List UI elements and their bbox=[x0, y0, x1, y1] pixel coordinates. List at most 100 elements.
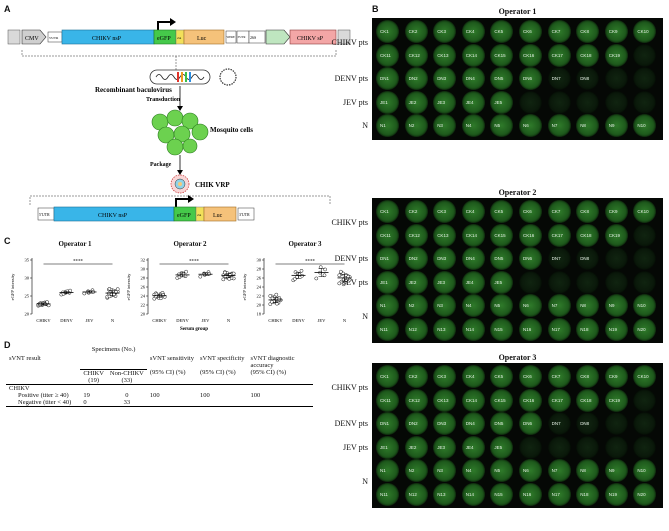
well-label: CK11 bbox=[380, 232, 391, 238]
well-label: N16 bbox=[523, 326, 532, 332]
plate-well bbox=[490, 270, 514, 294]
seg-cmv: CMV bbox=[25, 36, 39, 42]
plate-well bbox=[547, 388, 571, 412]
plate-well bbox=[576, 435, 600, 459]
bseg-3utr: 3'UTR bbox=[239, 212, 250, 217]
well-label: CK1 bbox=[380, 209, 389, 214]
well-label: CK6 bbox=[523, 29, 532, 34]
plate-well bbox=[547, 67, 571, 90]
well-label: CK19 bbox=[608, 397, 621, 403]
well-label: N10 bbox=[637, 468, 646, 473]
plate-well bbox=[604, 67, 628, 90]
plate-well bbox=[547, 114, 571, 137]
plate-well bbox=[433, 43, 457, 67]
well-label: N20 bbox=[637, 326, 646, 332]
y-tick-label: 26 bbox=[141, 285, 146, 290]
data-point bbox=[323, 267, 327, 272]
plate-well bbox=[490, 294, 514, 317]
plate-well bbox=[633, 388, 657, 412]
plate-well bbox=[604, 43, 628, 67]
y-tick-label: 24 bbox=[141, 294, 146, 299]
plate-well bbox=[519, 388, 542, 412]
plate-well bbox=[490, 435, 514, 459]
plate-well bbox=[490, 90, 514, 114]
x-tick-label: DENV bbox=[176, 318, 189, 323]
bseg-luc: Luc bbox=[213, 213, 223, 219]
x-tick-label: DENV bbox=[60, 318, 73, 323]
plate-well bbox=[604, 317, 628, 341]
well-label: DN3 bbox=[437, 76, 447, 81]
well-label: CK16 bbox=[523, 397, 535, 403]
row-negative-spec bbox=[197, 399, 247, 407]
plate-well bbox=[433, 317, 457, 341]
plate-well bbox=[433, 435, 457, 459]
well-label: N8 bbox=[580, 468, 586, 473]
well-label: CK16 bbox=[523, 232, 535, 238]
plate-well bbox=[461, 20, 485, 43]
well-label: CK7 bbox=[551, 374, 561, 379]
plate-well bbox=[376, 412, 399, 435]
y-tick-label: 18 bbox=[257, 312, 262, 317]
th-ci-3: (95% CI) (%) bbox=[250, 369, 287, 376]
well-label: N5 bbox=[494, 123, 501, 128]
well-label: CK5 bbox=[494, 29, 504, 34]
x-tick-label: N bbox=[343, 318, 347, 323]
plate-well bbox=[576, 114, 600, 137]
plate-well bbox=[433, 200, 457, 223]
plate-title-2: Operator 2 bbox=[498, 188, 537, 197]
data-point bbox=[198, 274, 203, 279]
plate-well bbox=[633, 200, 657, 223]
well-label: CK1 bbox=[380, 29, 389, 34]
plate-well bbox=[376, 247, 399, 270]
well-label: N4 bbox=[465, 468, 472, 473]
well-label: DN3 bbox=[437, 421, 447, 426]
well-label: N13 bbox=[437, 326, 446, 332]
plate-well bbox=[376, 270, 399, 294]
seg-3utr: 3'UTR bbox=[238, 35, 246, 39]
x-tick-label: JEV bbox=[318, 318, 327, 323]
data-point bbox=[314, 276, 319, 281]
well-label: N7 bbox=[551, 468, 558, 473]
well-label: DN1 bbox=[380, 76, 390, 81]
plate-well bbox=[519, 114, 542, 137]
y-tick-label: 30 bbox=[25, 276, 30, 281]
well-label: N2 bbox=[408, 303, 415, 308]
data-point bbox=[184, 269, 188, 274]
th-non: Non-CHIKV bbox=[109, 369, 144, 377]
bseg-nsp: CHIKV nsP bbox=[98, 213, 128, 219]
well-label: N3 bbox=[437, 468, 443, 473]
plate-well bbox=[547, 317, 571, 341]
plate-well bbox=[433, 294, 457, 317]
data-point bbox=[274, 292, 279, 297]
panel-label-c: C bbox=[4, 236, 11, 246]
plate-well bbox=[576, 412, 600, 435]
plate-well bbox=[633, 223, 657, 247]
well-label: N7 bbox=[551, 303, 558, 308]
plate-well bbox=[547, 435, 571, 459]
well-label: CK18 bbox=[580, 52, 592, 58]
well-label: N1 bbox=[380, 468, 386, 473]
plate-well bbox=[604, 412, 628, 435]
well-label: N13 bbox=[437, 491, 446, 497]
chart3-title: Operator 3 bbox=[288, 240, 322, 248]
plate-well bbox=[376, 459, 399, 482]
data-point bbox=[115, 287, 120, 291]
well-label: CK15 bbox=[494, 52, 506, 58]
well-label: DN5 bbox=[494, 256, 504, 261]
x-tick-label: JEV bbox=[202, 318, 211, 323]
plate-well bbox=[633, 482, 657, 506]
plate-well bbox=[604, 114, 628, 137]
plate-well bbox=[376, 317, 399, 341]
well-label: CK15 bbox=[494, 232, 506, 238]
y-tick-label: 24 bbox=[257, 285, 262, 290]
well-label: N2 bbox=[408, 123, 415, 128]
well-label: CK12 bbox=[408, 52, 420, 58]
plate-well bbox=[519, 412, 542, 435]
chart2-title: Operator 2 bbox=[173, 240, 207, 248]
plate-well bbox=[604, 247, 628, 270]
plate-well bbox=[461, 412, 485, 435]
well-label: JE1 bbox=[380, 99, 388, 105]
plate-well bbox=[490, 223, 514, 247]
well-label: DN2 bbox=[408, 256, 418, 261]
